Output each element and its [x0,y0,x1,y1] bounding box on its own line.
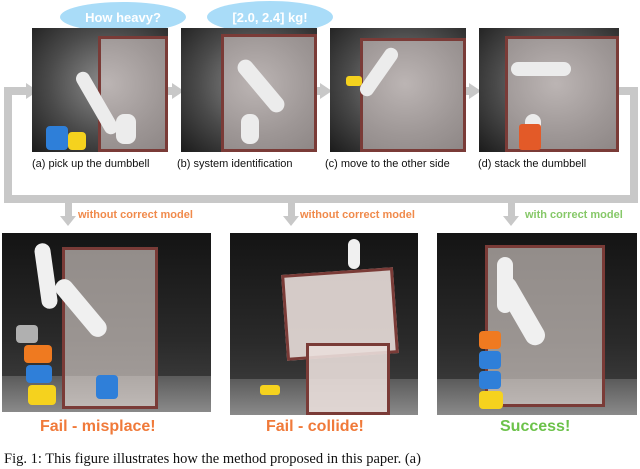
arrow-right-icon [469,83,481,99]
question-bubble: How heavy? [60,2,186,32]
step-caption: (b) system identification [177,158,293,170]
step-caption: (a) pick up the dumbbell [32,158,150,170]
photo-outcome-success [437,233,637,415]
arrow-down-icon [60,216,76,226]
figure-caption: Fig. 1: This figure illustrates how the … [4,451,421,467]
branch-shaft [288,203,295,217]
outcome-label: Fail - misplace! [40,418,156,435]
branch-shaft [65,203,72,217]
loop-line-bottom [4,195,638,203]
loop-line-left [4,90,12,200]
loop-line-right [630,87,638,203]
step-caption: (d) stack the dumbbell [478,158,587,170]
loop-line-top-right [618,87,638,95]
outcome-label: Fail - collide! [266,418,364,435]
arrow-down-icon [503,216,519,226]
arrow-down-icon [283,216,299,226]
outcome-label: Success! [500,418,571,435]
branch-shaft [508,203,515,217]
photo-step-b [181,28,317,152]
photo-step-c [330,28,466,152]
branch-label: without correct model [300,209,415,221]
photo-step-a [32,28,168,152]
arrow-right-icon [320,83,332,99]
step-caption: (c) move to the other side [325,158,450,170]
branch-label: without correct model [78,209,193,221]
photo-outcome-misplace [2,233,211,412]
photo-step-d [479,28,619,152]
branch-label: with correct model [525,209,623,221]
answer-bubble: [2.0, 2.4] kg! [207,1,333,33]
loop-line-top-left [4,87,28,95]
photo-outcome-collide [230,233,418,415]
